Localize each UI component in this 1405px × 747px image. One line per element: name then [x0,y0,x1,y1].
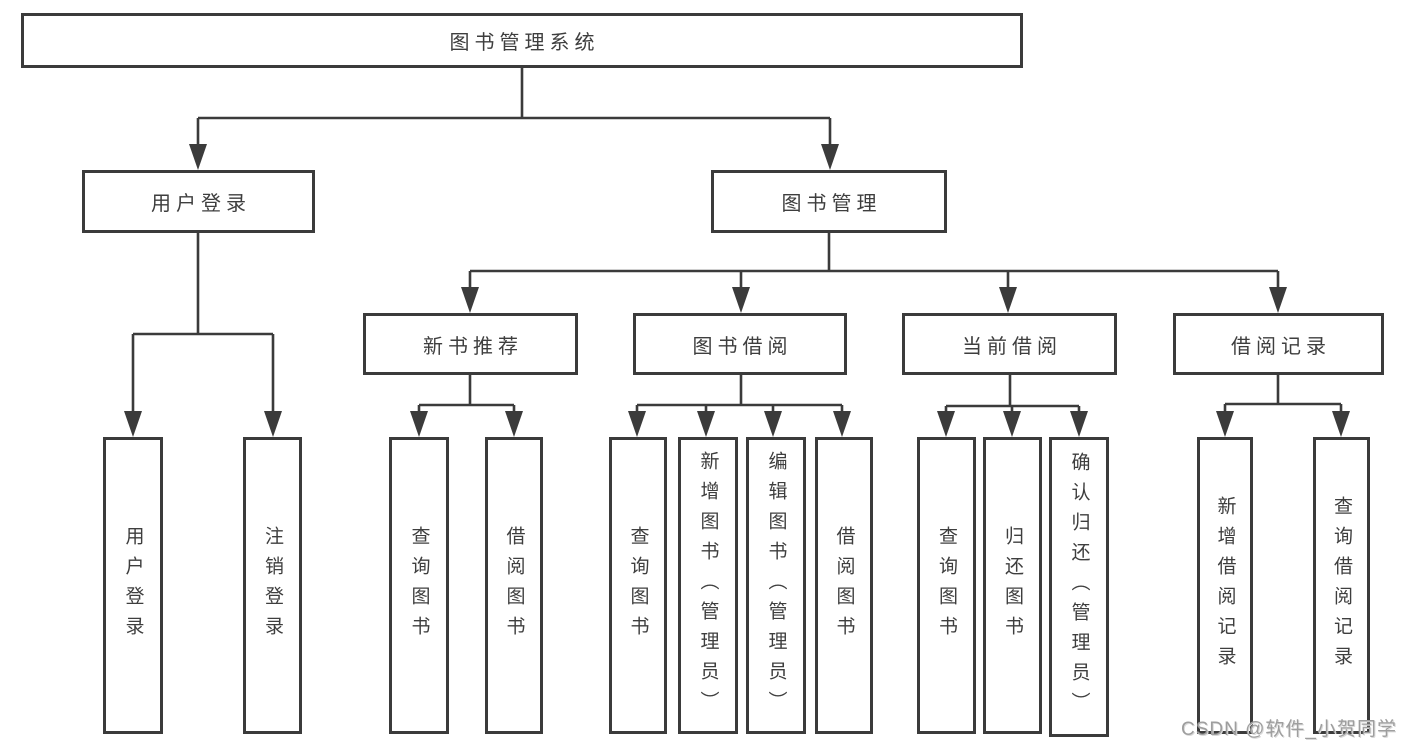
leaf-label: 查询图书 [936,525,957,646]
node-label: 当前借阅 [962,335,1062,358]
node-label: 图书管理 [781,193,882,215]
leaf-cb-confirm-return-admin: 确认归还（管理员） [1049,437,1109,737]
leaf-cb-return-books: 归还图书 [983,437,1042,734]
leaf-label: 借阅图书 [833,525,855,646]
connector-root-branch [189,67,839,170]
leaf-bb-query-books: 查询图书 [609,437,667,734]
node-borrow-records: 借阅记录 [1173,313,1384,375]
node-library-management-system: 图书管理系统 [21,13,1023,68]
leaf-label: 查询图书 [408,525,430,646]
node-new-book-recommend: 新书推荐 [363,313,578,375]
leaf-bb-borrow-books: 借阅图书 [815,437,873,734]
leaf-nb-borrow-books: 借阅图书 [485,437,543,734]
node-label: 图书管理系统 [449,32,600,54]
node-label: 新书推荐 [423,335,523,358]
connector-bookborrow-branch [628,375,851,437]
leaf-label: 查询图书 [627,525,649,646]
leaf-logout: 注销登录 [243,437,302,734]
leaf-label: 新增图书（管理员） [697,450,719,721]
connector-user-branch [124,233,282,437]
connector-book-branch [461,233,1287,313]
leaf-cb-query-books: 查询图书 [917,437,976,734]
leaf-bb-add-books-admin: 新增图书（管理员） [678,437,738,734]
node-book-borrow: 图书借阅 [633,313,847,375]
node-label: 图书借阅 [692,335,793,358]
node-label: 借阅记录 [1231,335,1331,358]
leaf-label: 新增借阅记录 [1214,495,1236,676]
leaf-label: 注销登录 [262,525,283,646]
connector-newbook-branch [410,375,523,437]
node-book-management: 图书管理 [711,170,947,233]
leaf-label: 归还图书 [1002,525,1023,646]
leaf-nb-query-books: 查询图书 [389,437,449,734]
node-label: 用户登录 [151,193,251,215]
connector-currentborrow-branch [937,375,1088,437]
csdn-watermark: CSDN @软件_小贺同学 [1181,719,1397,740]
node-user-login: 用户登录 [82,170,315,233]
leaf-br-add-borrow-record: 新增借阅记录 [1197,437,1253,734]
leaf-label: 借阅图书 [503,525,525,646]
leaf-bb-edit-books-admin: 编辑图书（管理员） [746,437,806,734]
leaf-label: 确认归还（管理员） [1068,452,1090,722]
leaf-label: 编辑图书（管理员） [765,450,787,721]
connector-borrowrecords-branch [1216,375,1350,437]
node-current-borrow: 当前借阅 [902,313,1117,375]
leaf-label: 查询借阅记录 [1331,495,1352,676]
leaf-label: 用户登录 [122,525,144,646]
leaf-user-login: 用户登录 [103,437,163,734]
leaf-br-query-borrow-record: 查询借阅记录 [1313,437,1370,734]
